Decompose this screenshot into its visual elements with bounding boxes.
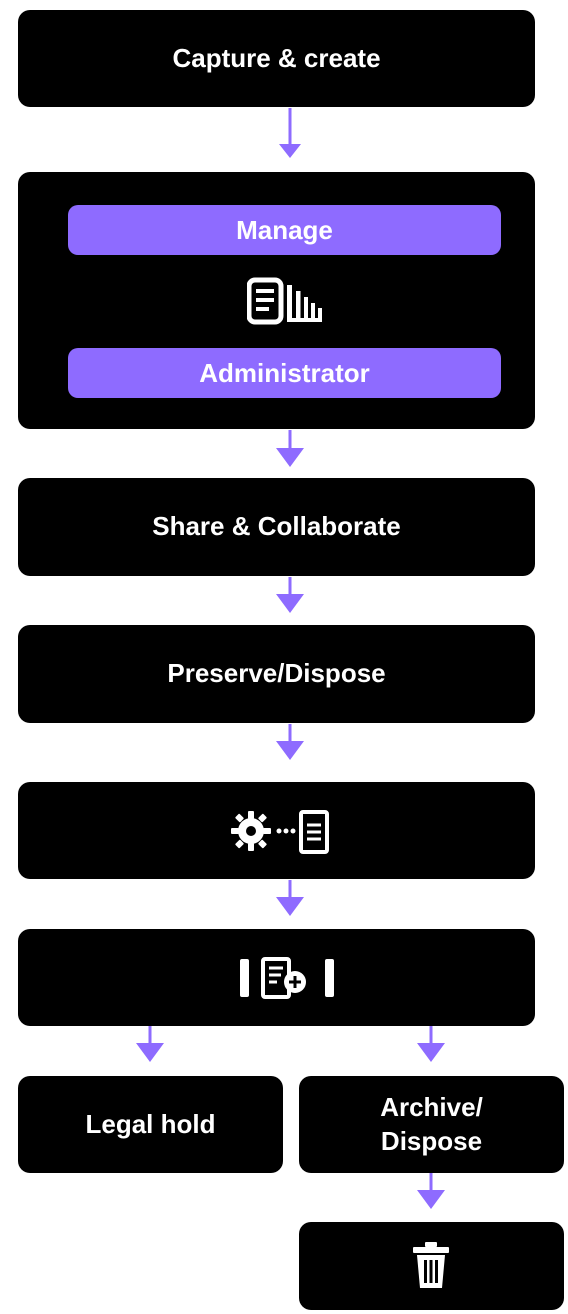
- archive-dispose-box: Archive/ Dispose: [299, 1076, 564, 1173]
- capture-create-box: Capture & create: [18, 10, 535, 107]
- share-collaborate-box: Share & Collaborate: [18, 478, 535, 576]
- archive-label-line1: Archive/: [380, 1091, 483, 1122]
- preserve-dispose-label: Preserve/Dispose: [167, 658, 386, 689]
- share-collaborate-label: Share & Collaborate: [152, 511, 401, 542]
- legal-hold-label: Legal hold: [85, 1108, 216, 1139]
- administrator-pill: Administrator: [68, 348, 501, 398]
- trash-icon: [413, 1242, 449, 1288]
- capture-create-label: Capture & create: [172, 42, 381, 73]
- document-add-icon: [240, 957, 334, 999]
- administrator-label: Administrator: [199, 357, 370, 388]
- manage-label: Manage: [236, 214, 333, 245]
- policy-box: [18, 782, 535, 879]
- record-box: [18, 929, 535, 1026]
- manage-pill: Manage: [68, 205, 501, 255]
- gear-to-document-icon: [231, 810, 329, 854]
- preserve-dispose-box: Preserve/Dispose: [18, 625, 535, 723]
- archive-label-line2: Dispose: [380, 1125, 483, 1156]
- legal-hold-box: Legal hold: [18, 1076, 283, 1173]
- document-columns-icon: [247, 277, 322, 325]
